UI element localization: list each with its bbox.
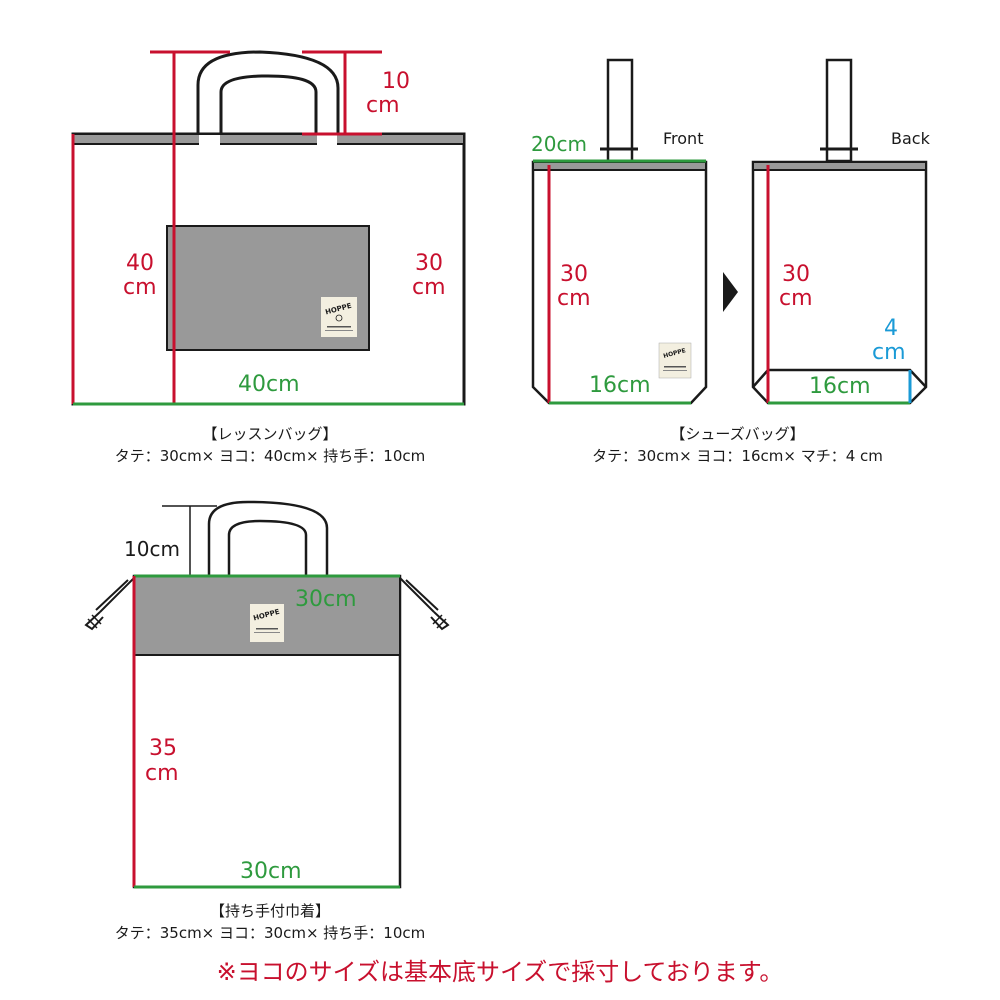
lesson-total-height-unit: cm — [123, 275, 157, 300]
shoes-bag-back-diagram: Back 30 cm 4 cm 16cm — [751, 58, 931, 405]
brand-tag: HOPPE — [658, 342, 692, 379]
shoes-back-height-value: 30 — [782, 262, 810, 287]
drawstring-bag-title: 【持ち手付巾着】 — [209, 902, 330, 920]
drawstring-bag-diagram: HOPPE 10cm 30cm 35 cm 30cm — [84, 500, 450, 889]
lesson-body-height-unit: cm — [412, 275, 446, 300]
footnote: ※ヨコのサイズは基本底サイズで採寸しております。 — [216, 958, 784, 986]
drawstring-bag-caption: 【持ち手付巾着】 タテ：35cm× ヨコ：30cm× 持ち手：10cm — [60, 900, 480, 944]
shoes-front-caption: Front — [663, 129, 703, 148]
shoes-front-height-value: 30 — [560, 262, 588, 287]
shoes-back-gusset — [752, 368, 927, 388]
shoes-back-top-band — [752, 161, 927, 171]
shoes-back-gusset-value: 4 — [884, 316, 898, 341]
shoes-front-height-unit: cm — [557, 286, 591, 311]
shoes-bag-front-diagram: HOPPE 20cm Front 30 cm 16cm — [531, 58, 708, 405]
lesson-bag-handle — [196, 50, 340, 146]
shoes-front-top-width: 20cm — [531, 132, 587, 156]
lesson-width-label: 40cm — [238, 372, 300, 397]
shoes-back-caption: Back — [891, 129, 931, 148]
lesson-bag-diagram: HOPPE 10 cm 40 cm 30 cm 40cm — [71, 50, 466, 406]
drawstring-height-value: 35 — [149, 736, 177, 761]
shoes-front-top-band — [532, 161, 707, 171]
drawstring-bag-handle — [207, 500, 329, 578]
shoes-back-gusset-unit: cm — [872, 340, 906, 365]
shoes-back-height-unit: cm — [779, 286, 813, 311]
lesson-bag-spec: タテ：30cm× ヨコ：40cm× 持ち手：10cm — [114, 447, 426, 465]
lesson-total-height-value: 40 — [126, 251, 154, 276]
lesson-bag-title: 【レッスンバッグ】 — [202, 425, 338, 443]
drawstring-left — [84, 577, 135, 631]
shoes-bag-caption: 【シューズバッグ】 タテ：30cm× ヨコ：16cm× マチ：4 cm — [535, 423, 940, 467]
shoes-bag-spec: タテ：30cm× ヨコ：16cm× マチ：4 cm — [592, 447, 883, 465]
lesson-bag-top-band — [72, 133, 465, 145]
drawstring-handle-label: 10cm — [124, 537, 180, 561]
drawstring-top-width: 30cm — [295, 587, 357, 612]
shoes-back-bottom-width: 16cm — [809, 374, 871, 399]
shoes-front-bottom-width: 16cm — [589, 373, 651, 398]
drawstring-bag-spec: タテ：35cm× ヨコ：30cm× 持ち手：10cm — [114, 924, 426, 942]
brand-tag: HOPPE — [321, 297, 357, 337]
shoes-bag-title: 【シューズバッグ】 — [670, 425, 805, 443]
lesson-bag-caption: 【レッスンバッグ】 タテ：30cm× ヨコ：40cm× 持ち手：10cm — [60, 423, 480, 467]
drawstring-bottom-width: 30cm — [240, 859, 302, 884]
shoes-front-strap — [606, 58, 634, 163]
brand-tag: HOPPE — [250, 604, 284, 642]
drawstring-right — [399, 577, 450, 631]
lesson-handle-value: 10 — [382, 69, 410, 94]
lesson-handle-unit: cm — [366, 93, 400, 118]
shoes-back-strap — [825, 58, 853, 163]
lesson-body-height-value: 30 — [415, 251, 443, 276]
arrow-right-icon — [723, 272, 738, 312]
shoes-back-body — [751, 160, 928, 405]
drawstring-height-unit: cm — [145, 761, 179, 786]
